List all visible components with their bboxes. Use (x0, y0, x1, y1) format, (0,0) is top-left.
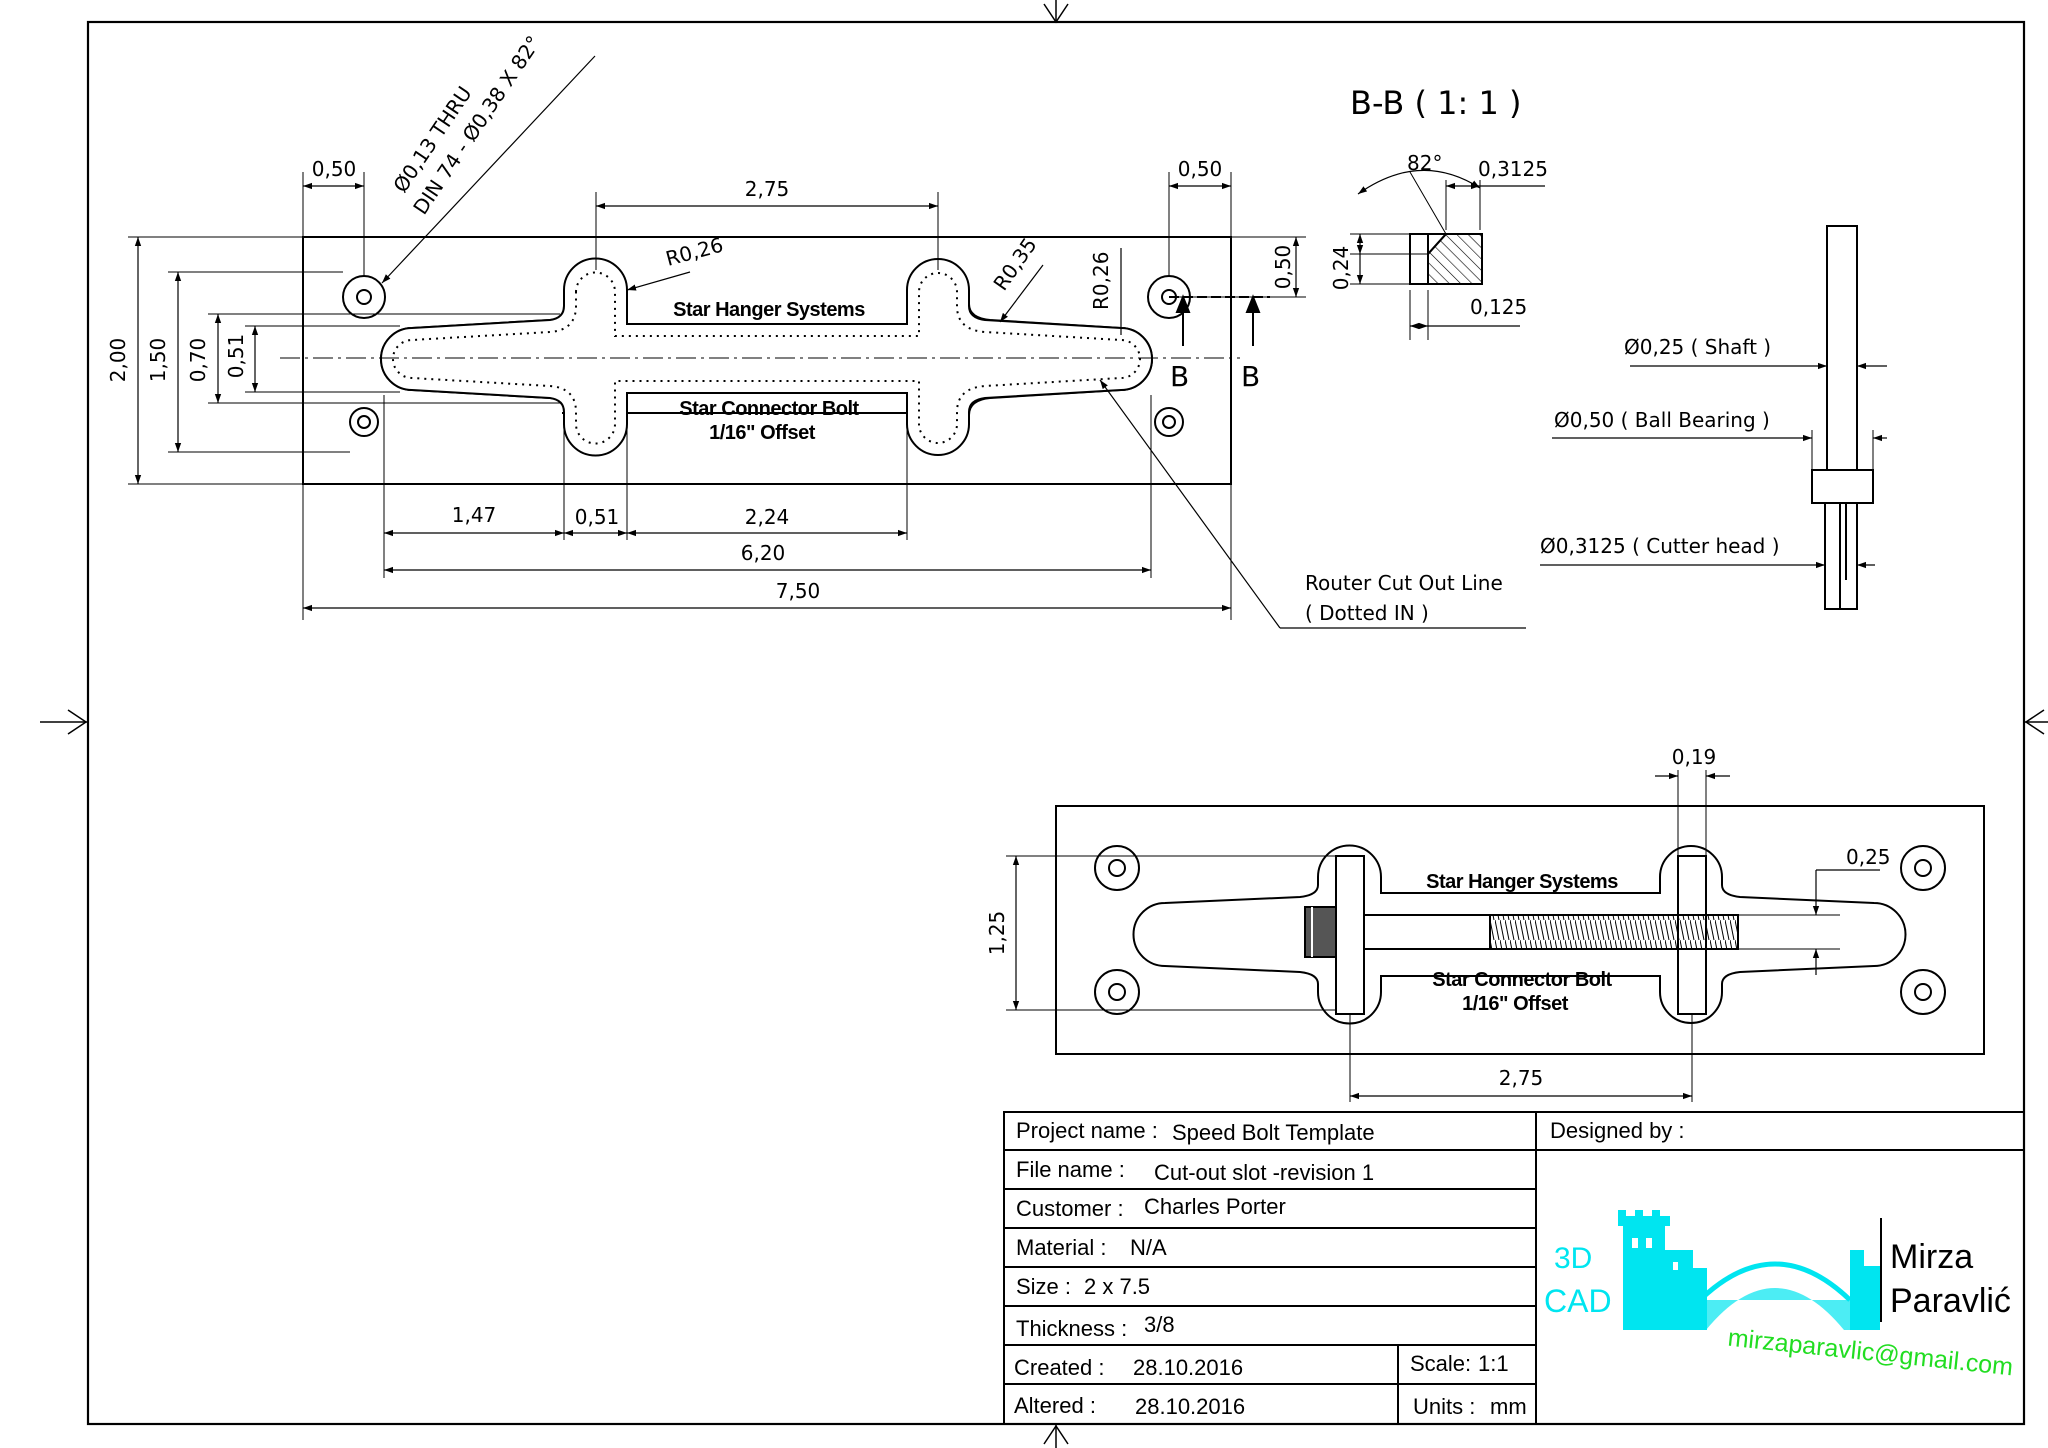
size-value: 2 x 7.5 (1084, 1274, 1150, 1299)
created-value: 28.10.2016 (1133, 1355, 1243, 1380)
altered-label: Altered : (1014, 1393, 1096, 1418)
thickness-value: 3/8 (1144, 1312, 1175, 1337)
size-label: Size : (1016, 1274, 1071, 1299)
assembly-dim-bolt-label: 0,25 (1846, 845, 1891, 869)
bolt-thread (1489, 914, 1739, 950)
customer-value: Charles Porter (1144, 1194, 1286, 1219)
file-label: File name : (1016, 1157, 1125, 1182)
section-mark-right: B (1241, 360, 1260, 393)
designer-first-name: Mirza (1890, 1238, 1973, 1276)
mounting-hole (1094, 845, 1140, 891)
bridge-logo-icon (1618, 1210, 1880, 1330)
dim-height-total-label: 2,00 (106, 338, 130, 383)
dim-a-label: 1,47 (452, 503, 497, 527)
thickness-label: Thickness : (1016, 1316, 1127, 1341)
radius-2-label: R0,35 (988, 233, 1041, 295)
assembly-dim-spacing-label: 2,75 (1499, 1066, 1544, 1090)
material-label: Material : (1016, 1235, 1106, 1260)
file-value: Cut-out slot -revision 1 (1154, 1160, 1374, 1185)
designer-email: mirzaparavlic@gmail.com (1726, 1324, 2014, 1382)
section-dim-top-label: 0,3125 (1478, 157, 1548, 181)
mounting-hole (342, 275, 386, 319)
logo-cad: CAD (1544, 1283, 1612, 1319)
dim-cross-width-label: 0,70 (186, 338, 210, 383)
dim-hole-right-label: 0,50 (1178, 157, 1223, 181)
created-label: Created : (1014, 1355, 1105, 1380)
radius-3-label: R0,26 (1089, 252, 1113, 310)
assembly-label-bottom-1: Star Connector Bolt (1432, 969, 1612, 991)
section-title: B-B ( 1: 1 ) (1350, 84, 1521, 122)
mounting-hole (1154, 407, 1184, 437)
dim-slot-width-label: 0,51 (224, 334, 248, 379)
dim-c-label: 2,24 (745, 505, 790, 529)
mounting-hole (1900, 845, 1946, 891)
units-label: Units : (1413, 1394, 1475, 1419)
dim-slot-spacing-label: 2,75 (745, 177, 790, 201)
plate-label-bottom-1: Star Connector Bolt (679, 398, 859, 420)
scale-label: Scale: (1410, 1351, 1471, 1376)
assembly-view (1006, 770, 1985, 1102)
scale-value: 1:1 (1478, 1351, 1509, 1376)
section-dim-bottom-label: 0,125 (1470, 295, 1527, 319)
bearing-label: Ø0,50 ( Ball Bearing ) (1554, 408, 1770, 432)
project-value: Speed Bolt Template (1172, 1120, 1375, 1145)
title-block (1003, 1111, 2025, 1425)
dim-slot-length-label: 6,20 (741, 541, 786, 565)
dim-hole-left-label: 0,50 (312, 157, 357, 181)
mounting-hole (349, 407, 379, 437)
assembly-label-bottom-2: 1/16" Offset (1462, 993, 1569, 1015)
cutter-head-label: Ø0,3125 ( Cutter head ) (1540, 534, 1780, 558)
altered-value: 28.10.2016 (1135, 1394, 1245, 1419)
section-mark-left: B (1170, 360, 1189, 393)
assembly-slot (1132, 844, 1907, 1025)
router-note-1: Router Cut Out Line (1305, 571, 1503, 595)
plate-label-bottom-2: 1/16" Offset (709, 422, 816, 444)
assembly-dim-height-label: 1,25 (985, 911, 1009, 956)
assembly-dim-width-label: 0,19 (1672, 745, 1717, 769)
router-cut-line (392, 271, 1141, 445)
router-bit-view (1540, 225, 1887, 610)
logo-3d: 3D (1554, 1242, 1592, 1275)
dim-length-total-label: 7,50 (776, 579, 821, 603)
material-value: N/A (1130, 1235, 1167, 1260)
shaft-label: Ø0,25 ( Shaft ) (1624, 335, 1771, 359)
radius-1-label: R0,26 (663, 233, 726, 271)
mounting-hole (1094, 969, 1140, 1015)
plate-label-top: Star Hanger Systems (673, 299, 865, 321)
dim-hole-spacing-label: 1,50 (146, 338, 170, 383)
designer-logo: 3D CAD Mirza Paravlić mirzaparavlic@gmai… (1544, 1210, 2014, 1381)
customer-label: Customer : (1016, 1196, 1124, 1221)
project-label: Project name : (1016, 1118, 1158, 1143)
dim-b-label: 0,51 (575, 505, 620, 529)
mounting-hole (1900, 969, 1946, 1015)
section-dim-height-label: 0,24 (1329, 246, 1353, 291)
assembly-plate (1055, 805, 1985, 1055)
section-marker-b (1169, 294, 1270, 346)
section-angle-label: 82° (1407, 151, 1442, 175)
units-value: mm (1490, 1394, 1527, 1419)
designer-last-name: Paravlić (1890, 1282, 2011, 1320)
assembly-label-top: Star Hanger Systems (1426, 871, 1618, 893)
sheet-frame (40, 0, 2048, 1448)
section-view-bb: B-B ( 1: 1 ) (1350, 84, 1545, 340)
dim-hole-top-label: 0,50 (1271, 245, 1295, 290)
main-view (128, 55, 1526, 629)
bolt-head (1304, 906, 1337, 958)
designed-by-label: Designed by : (1550, 1118, 1685, 1143)
router-note-2: ( Dotted IN ) (1305, 601, 1429, 625)
